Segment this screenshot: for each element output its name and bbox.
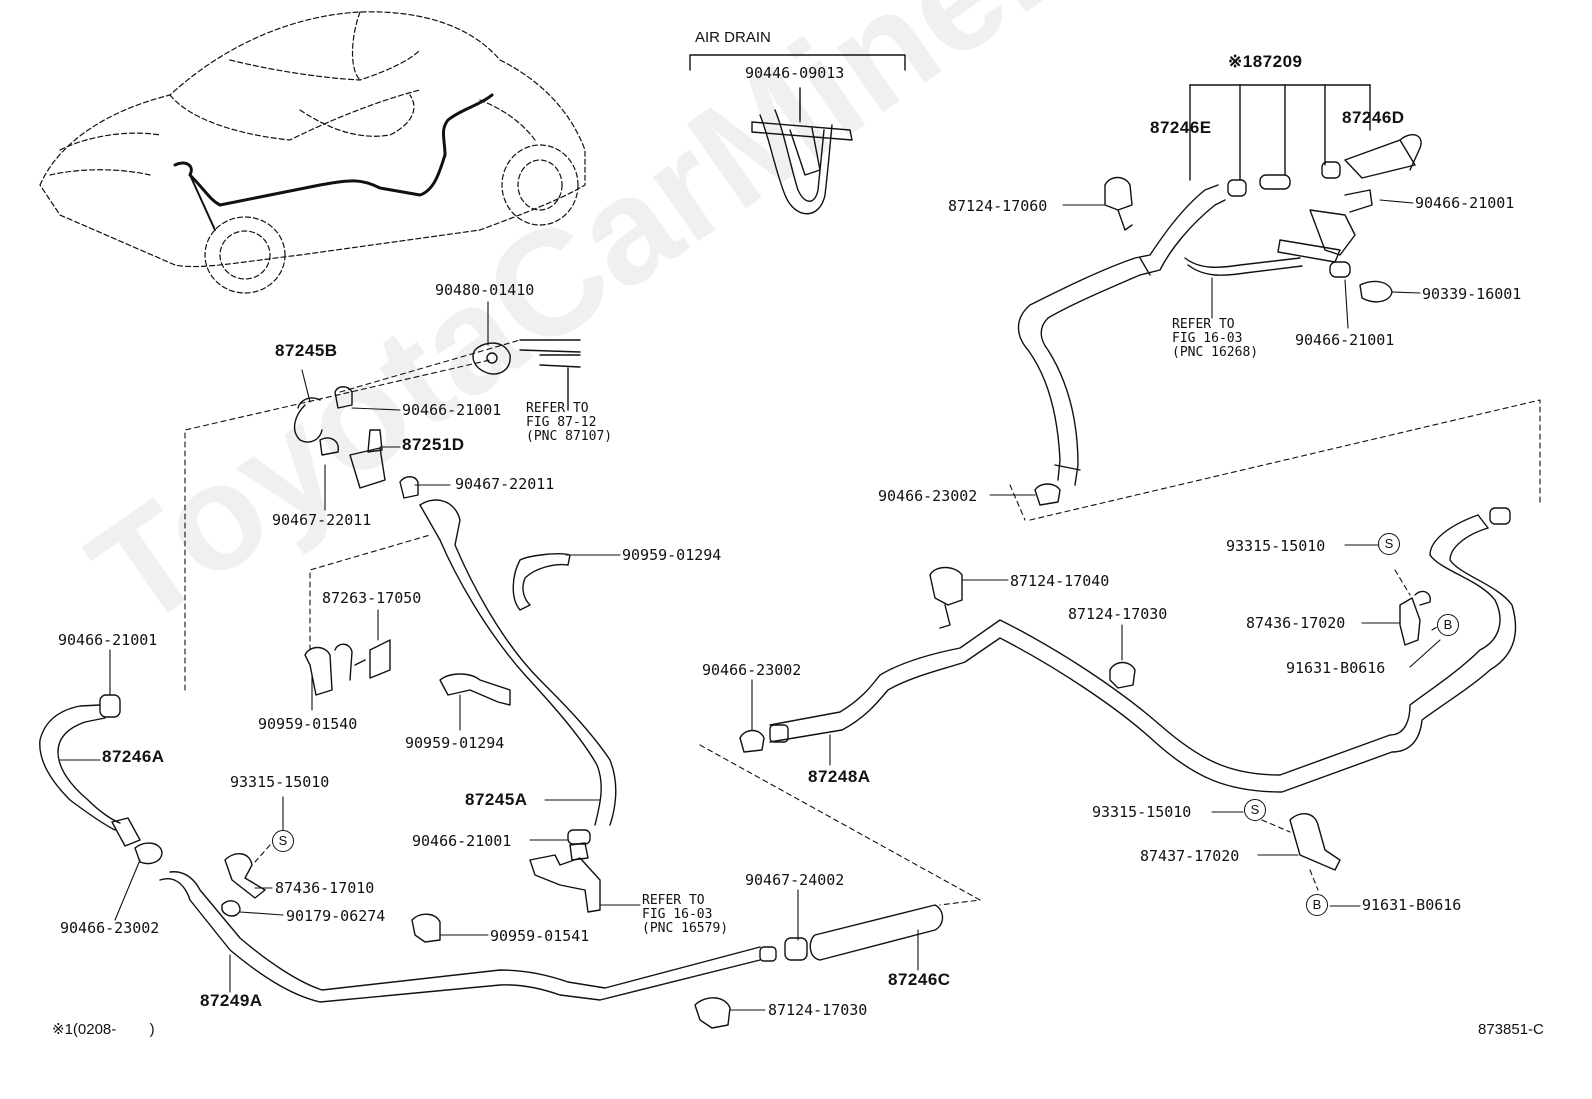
part-label-87437-17020: 87437-17020 (1140, 847, 1240, 865)
part-label-87124-17060: 87124-17060 (948, 197, 1048, 215)
refer-fig-87-12-pnc-87107: REFER TO FIG 87-12 (PNC 87107) (526, 402, 612, 444)
bracket-87263-17050 (354, 639, 391, 679)
part-label-90466-23002-left: 90466-23002 (60, 919, 160, 937)
part-label-87436-17020: 87436-17020 (1246, 614, 1346, 632)
part-label-90466-21001-left: 90466-21001 (58, 631, 158, 649)
part-label-90179-06274: 90179-06274 (286, 907, 386, 925)
b-marker-r1: B (1437, 614, 1459, 636)
part-label-90480-01410: 90480-01410 (435, 281, 535, 299)
refer-line-3: (PNC 87107) (526, 429, 613, 444)
b-marker-r2: B (1306, 894, 1328, 916)
clamp-87124-17030-bottom (694, 997, 731, 1029)
bracket-87437-17020 (1289, 813, 1341, 871)
part-label-90467-22011-a: 90467-22011 (455, 475, 555, 493)
part-label-87246E: 87246E (1150, 118, 1212, 137)
refer-line-3: (PNC 16579) (642, 921, 729, 936)
air-drain-hose (751, 109, 853, 215)
bracket-87436-17020 (1399, 597, 1421, 646)
hose-87246A (39, 704, 141, 847)
clamp-90466-21001-left (99, 694, 121, 718)
hose-87249A (159, 871, 777, 1003)
car-hose-routing (173, 93, 494, 207)
s-marker-left: S (272, 830, 294, 852)
part-label-90959-01294-a: 90959-01294 (622, 546, 722, 564)
part-label-90466-21001-tr2: 90466-21001 (1295, 331, 1395, 349)
clip-90959-01540 (304, 643, 353, 696)
part-label-87251D: 87251D (402, 435, 465, 454)
part-label-87124-17040: 87124-17040 (1010, 572, 1110, 590)
hose-87245A (419, 499, 617, 826)
s-marker-r2: S (1244, 799, 1266, 821)
part-label-90467-22011-b: 90467-22011 (272, 511, 372, 529)
refer-line-2: FIG 16-03 (1172, 331, 1243, 346)
part-label-90959-01294-b: 90959-01294 (405, 734, 505, 752)
diagram-code: 873851-C (1478, 1021, 1544, 1038)
valve-assembly (1184, 189, 1393, 303)
refer-line-2: FIG 16-03 (642, 907, 713, 922)
part-label-87124-17030-bottom: 87124-17030 (768, 1001, 868, 1019)
part-label-87246A: 87246A (102, 747, 165, 766)
part-label-90466-23002-top: 90466-23002 (878, 487, 978, 505)
refer-fig-16-03-pnc-16268: REFER TO FIG 16-03 (PNC 16268) (1172, 318, 1258, 360)
bracket-87436-17010 (224, 853, 266, 899)
part-label-187209: ※187209 (1228, 52, 1303, 71)
refer-line-2: FIG 87-12 (526, 415, 597, 430)
footnote: ※1(0208- ) (52, 1021, 155, 1038)
leader-lines (59, 94, 1441, 1011)
bracket-90959-01294-top (512, 553, 571, 611)
bracket-90959-01294-mid (439, 673, 511, 706)
grommet-90480-01410 (472, 342, 511, 375)
car-illustration (39, 11, 586, 294)
part-label-87245A: 87245A (465, 790, 528, 809)
part-label-90467-24002: 90467-24002 (745, 871, 845, 889)
part-label-90466-21001-b: 90466-21001 (402, 401, 502, 419)
s-marker-r1: S (1378, 533, 1400, 555)
part-label-87436-17010: 87436-17010 (275, 879, 375, 897)
part-label-87248A: 87248A (808, 767, 871, 786)
part-label-93315-15010-left: 93315-15010 (230, 773, 330, 791)
part-label-90466-21001-tr: 90466-21001 (1415, 194, 1515, 212)
part-label-90446-09013: 90446-09013 (745, 64, 845, 82)
clip-90959-01541 (411, 913, 441, 943)
part-label-87246D: 87246D (1342, 108, 1405, 127)
air-drain-label: AIR DRAIN (695, 29, 771, 46)
part-label-87245B: 87245B (275, 341, 338, 360)
clamp-87124-17060-shape (1104, 176, 1133, 231)
part-label-90959-01541: 90959-01541 (490, 927, 590, 945)
refer-line-1: REFER TO (642, 893, 705, 908)
part-label-91631-B0616-a: 91631-B0616 (1286, 659, 1386, 677)
part-label-90466-23002-mid: 90466-23002 (702, 661, 802, 679)
clamp-87124-17030-mid (1109, 661, 1136, 689)
part-label-91631-B0616-b: 91631-B0616 (1362, 896, 1462, 914)
part-label-87124-17030-mid: 87124-17030 (1068, 605, 1168, 623)
hose-87248A (769, 507, 1517, 793)
part-label-90959-01540: 90959-01540 (258, 715, 358, 733)
refer-line-1: REFER TO (526, 401, 589, 416)
hose-87246C (809, 904, 944, 961)
part-label-90339-16001: 90339-16001 (1422, 285, 1522, 303)
clamp-87124-17040 (929, 566, 963, 629)
refer-line-1: REFER TO (1172, 317, 1235, 332)
fitting-187209 (1189, 84, 1422, 197)
refer-line-3: (PNC 16268) (1172, 345, 1259, 360)
hose-87245B (293, 397, 323, 443)
part-label-93315-15010-r1: 93315-15010 (1226, 537, 1326, 555)
hose-87246E (1017, 184, 1226, 486)
part-label-87263-17050: 87263-17050 (322, 589, 422, 607)
part-label-87249A: 87249A (200, 991, 263, 1010)
refer-fig-16-03-pnc-16579: REFER TO FIG 16-03 (PNC 16579) (642, 894, 728, 936)
air-drain-bracket (689, 54, 906, 71)
part-label-87246C: 87246C (888, 970, 951, 989)
part-label-93315-15010-r2: 93315-15010 (1092, 803, 1192, 821)
part-label-90466-21001-mid: 90466-21001 (412, 832, 512, 850)
dashed-guides (184, 339, 1541, 906)
